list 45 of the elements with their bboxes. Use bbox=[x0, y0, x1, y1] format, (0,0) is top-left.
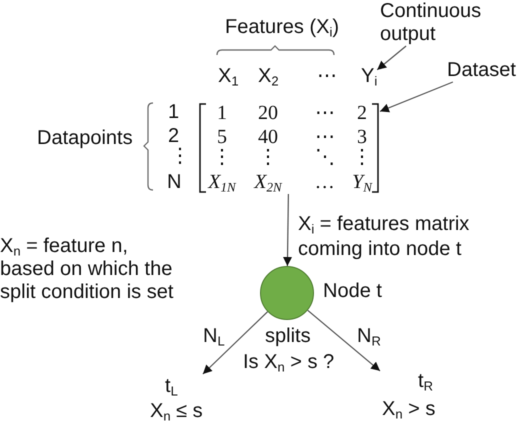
row-label: N bbox=[167, 171, 182, 194]
matrix-entry: X$_{1N}$ bbox=[208, 171, 236, 193]
arrow bbox=[202, 311, 268, 374]
matrix-entry: ⋱ bbox=[315, 146, 335, 168]
matrix-entry: 2 bbox=[357, 102, 367, 124]
column-header: X$_{2}$ bbox=[258, 65, 279, 88]
matrix-entry: ⋮ bbox=[212, 146, 232, 168]
callout-label: Dataset bbox=[447, 59, 516, 82]
edge-label: X$_{i}$ = features matrix coming into node t bbox=[298, 212, 470, 262]
node-label: t$_{R}$ bbox=[418, 370, 433, 393]
group-label: Features (X$_{i}$) bbox=[225, 16, 340, 39]
node-label: Node t bbox=[323, 280, 382, 303]
callout-label: Continuous output bbox=[380, 0, 488, 46]
arrow bbox=[307, 310, 380, 372]
tree-node bbox=[260, 266, 314, 320]
node-label: t$_{L}$ bbox=[165, 375, 178, 398]
matrix-entry: 5 bbox=[217, 126, 227, 148]
column-header: Y$_{i}$ bbox=[361, 65, 378, 88]
split-question: Is X$_{n}$ > s ? bbox=[243, 351, 334, 374]
leader-arrow bbox=[380, 81, 454, 112]
edge-label: N$_{R}$ bbox=[357, 325, 381, 348]
column-header: X$_{1}$ bbox=[218, 65, 239, 88]
row-label: 2 bbox=[168, 125, 180, 148]
group-label: Datapoints bbox=[37, 127, 133, 150]
split-label: splits bbox=[265, 325, 311, 348]
matrix-entry: Y$_{N}$ bbox=[352, 171, 372, 193]
matrix-entry: … bbox=[316, 171, 334, 193]
column-header: ⋯ bbox=[317, 65, 337, 88]
split-condition: X$_{n}$ ≤ s bbox=[150, 400, 203, 423]
matrix-entry: ⋯ bbox=[315, 102, 335, 124]
matrix-entry: 40 bbox=[258, 126, 278, 148]
arrow bbox=[283, 194, 292, 266]
matrix-entry: X$_{2N}$ bbox=[254, 171, 282, 193]
matrix-entry: ⋯ bbox=[315, 126, 335, 148]
split-condition: X$_{n}$ > s bbox=[382, 398, 436, 421]
matrix-entry: ⋮ bbox=[352, 146, 372, 168]
leader-arrow bbox=[376, 46, 406, 70]
matrix-entry: 3 bbox=[357, 126, 367, 148]
row-label: 1 bbox=[168, 101, 180, 124]
note-text: X$_{n}$ = feature n, based on which the split condition is set bbox=[0, 235, 174, 304]
matrix-entry: 20 bbox=[258, 102, 278, 124]
row-label: ⋮ bbox=[170, 145, 190, 168]
matrix-entry: 1 bbox=[217, 102, 227, 124]
matrix-entry: ⋮ bbox=[258, 146, 278, 168]
edge-label: N$_{L}$ bbox=[203, 325, 225, 348]
